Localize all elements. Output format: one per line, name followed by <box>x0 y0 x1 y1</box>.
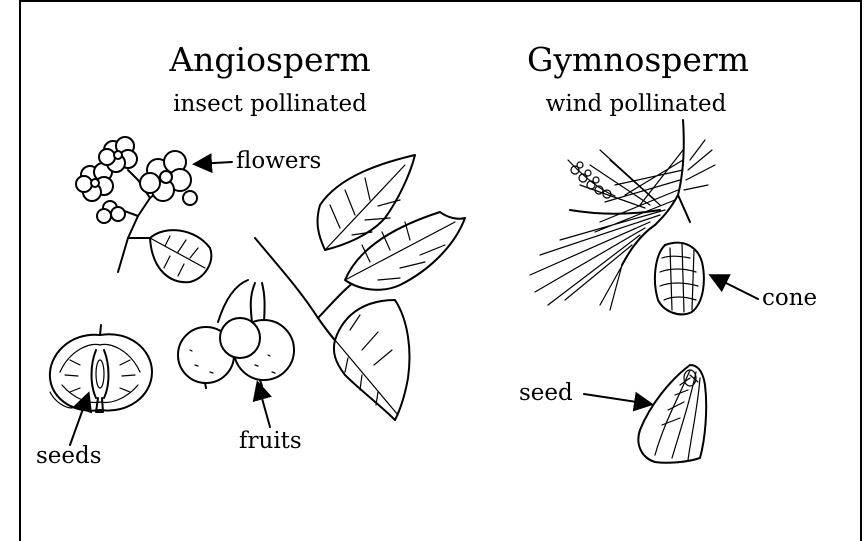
arrow-flowers <box>196 162 232 164</box>
angiosperm-subtitle: insect pollinated <box>173 91 367 117</box>
arrow-cone <box>712 276 758 299</box>
angiosperm-title: Angiosperm <box>168 40 370 79</box>
arrow-fruits <box>258 384 270 427</box>
label-seeds: seeds <box>36 443 102 469</box>
halved-fruit-illustration <box>50 325 152 412</box>
flower-branch-illustration <box>76 137 211 282</box>
gymnosperm-subtitle: wind pollinated <box>546 91 727 117</box>
label-seed: seed <box>519 380 573 406</box>
gymnosperm-title: Gymnosperm <box>527 40 749 79</box>
pine-branch-illustration <box>530 120 715 314</box>
pine-seed-illustration <box>638 365 706 463</box>
label-fruits: fruits <box>239 428 302 454</box>
fruit-branch-illustration <box>178 155 465 420</box>
label-cone: cone <box>762 285 817 311</box>
label-flowers: flowers <box>236 148 321 174</box>
arrow-seed <box>584 394 650 404</box>
